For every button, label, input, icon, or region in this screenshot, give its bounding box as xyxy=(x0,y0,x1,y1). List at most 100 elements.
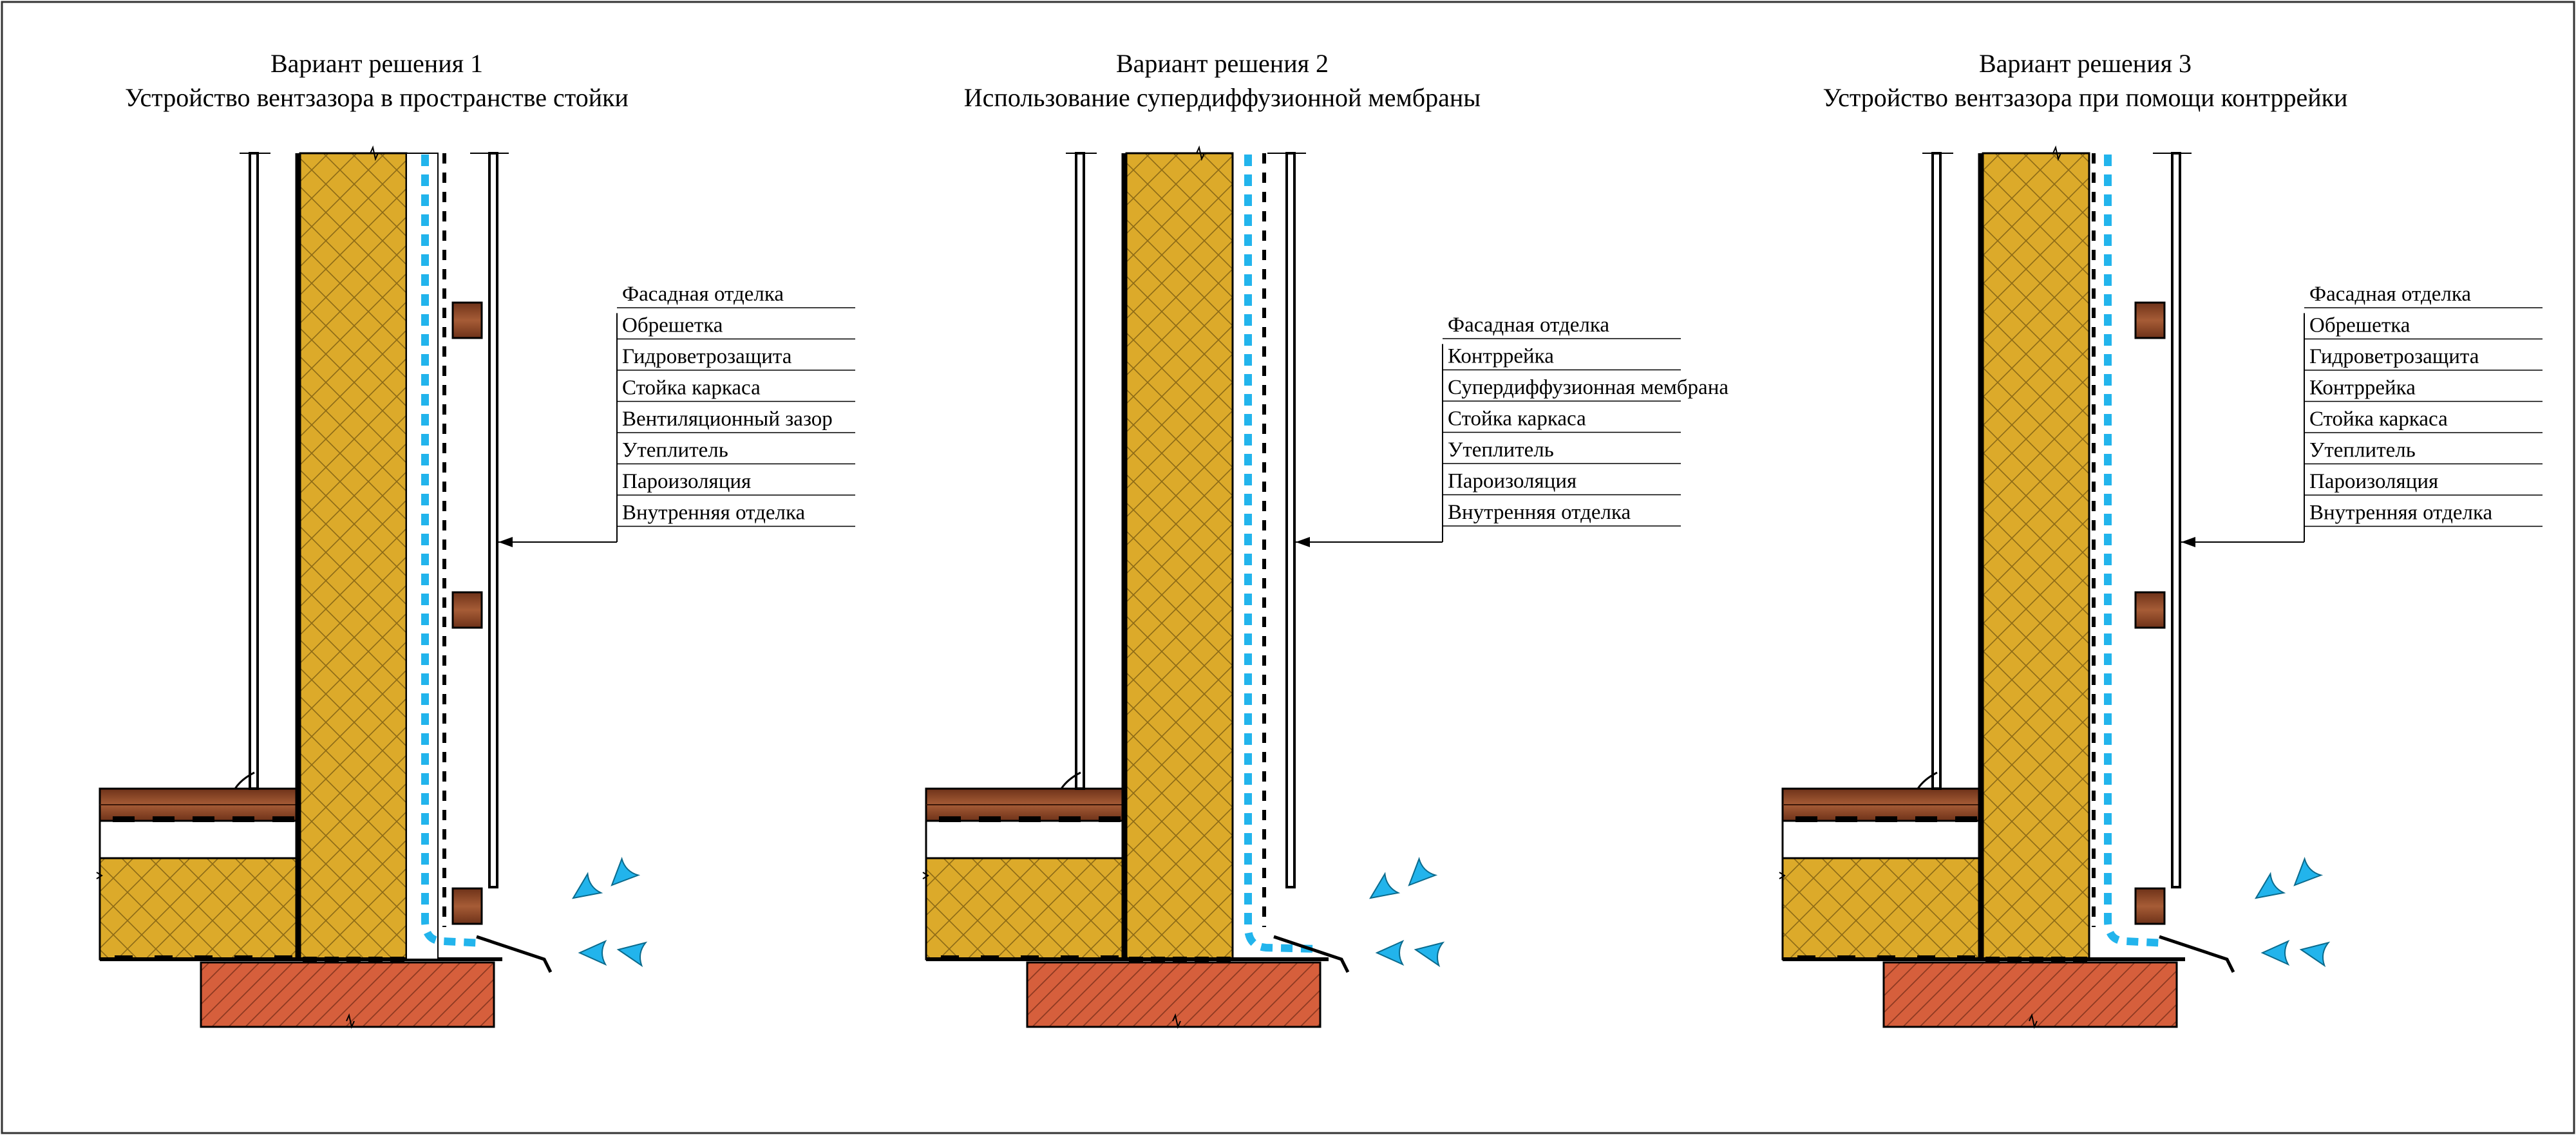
batten xyxy=(2134,301,2166,339)
variant-subtitle: Устройство вентзазора при помощи контрре… xyxy=(1823,83,2348,112)
batten xyxy=(451,591,483,629)
foundation-brick xyxy=(1026,961,1321,1028)
foundation-brick xyxy=(200,961,495,1028)
variant-subtitle: Устройство вентзазора в пространстве сто… xyxy=(125,83,629,112)
batten xyxy=(2134,887,2166,925)
air-arrow xyxy=(2293,856,2324,886)
floor-batten xyxy=(1955,816,1977,822)
floor-batten xyxy=(153,816,175,822)
variant-panel-3: Вариант решения 3 Устройство вентзазора п… xyxy=(1779,49,2543,1029)
interior-lining xyxy=(249,152,259,790)
leader-arrowhead xyxy=(1296,537,1310,547)
floor-batten xyxy=(979,816,1001,822)
base-fastener xyxy=(2029,957,2043,962)
air-arrow xyxy=(616,941,648,968)
layer-label: Пароизоляция xyxy=(622,470,751,493)
base-fastener xyxy=(1985,957,2000,962)
layer-label: Фасадная отделка xyxy=(622,283,784,306)
base-fastener xyxy=(1129,957,1143,962)
layer-label: Пароизоляция xyxy=(2309,470,2438,493)
base-fastener xyxy=(2051,957,2065,962)
air-arrow xyxy=(1408,856,1438,886)
break-mark xyxy=(1172,1013,1181,1029)
layer-label: Гидроветрозащита xyxy=(2309,345,2479,368)
floor-batten xyxy=(1795,816,1817,822)
floor-batten xyxy=(1875,816,1897,822)
variant-panel-1: Вариант решения 1 Устройство вентзазора в… xyxy=(96,49,855,1029)
air-arrow xyxy=(2260,939,2290,966)
leader-arrowhead xyxy=(498,537,513,547)
base-fastener xyxy=(368,957,383,962)
drip-flashing xyxy=(2159,935,2235,973)
variant-title: Вариант решения 1 xyxy=(270,49,483,78)
foundation-brick xyxy=(1882,961,2178,1028)
layer-label: Фасадная отделка xyxy=(1448,314,1609,337)
air-arrow xyxy=(1414,941,1445,968)
base-fastener xyxy=(2073,957,2087,962)
skirting xyxy=(1060,771,1081,789)
air-arrow xyxy=(1369,872,1401,899)
floor-batten xyxy=(1059,816,1081,822)
layer-label: Стойка каркаса xyxy=(1448,408,1586,431)
floor-batten xyxy=(939,816,961,822)
floor-batten xyxy=(1019,816,1041,822)
floor-air-gap xyxy=(1781,820,1984,859)
floor-insulation xyxy=(99,857,301,961)
base-fastener xyxy=(325,957,339,962)
base-fastener xyxy=(1173,957,1187,962)
variant-panel-2: Вариант решения 2 Использование супердифф… xyxy=(922,49,1728,1029)
floor-batten xyxy=(1915,816,1937,822)
air-arrow xyxy=(1375,939,1405,966)
break-mark xyxy=(1196,145,1205,162)
interior-lining xyxy=(1931,152,1942,790)
layer-label: Утеплитель xyxy=(1448,438,1554,462)
facade-cladding xyxy=(1285,152,1296,888)
layer-label: Вентиляционный зазор xyxy=(622,408,833,431)
layer-label: Стойка каркаса xyxy=(2309,408,2448,431)
air-arrow xyxy=(578,939,607,966)
break-mark xyxy=(1779,872,1786,879)
floor-air-gap xyxy=(99,820,301,859)
facade-cladding xyxy=(488,152,498,888)
layer-label: Обрешетка xyxy=(622,314,723,337)
floor-batten xyxy=(1099,816,1121,822)
skirting xyxy=(1917,771,1938,789)
drip-flashing xyxy=(476,935,553,973)
layer-label: Обрешетка xyxy=(2309,314,2410,337)
air-arrow xyxy=(2255,872,2286,899)
wall-insulation xyxy=(299,152,408,961)
break-mark xyxy=(96,872,103,879)
leader-arrowhead xyxy=(2181,537,2195,547)
layer-label: Гидроветрозащита xyxy=(622,345,792,368)
drip-flashing xyxy=(1273,935,1350,973)
floor-insulation xyxy=(1781,857,1984,961)
base-fastener xyxy=(303,957,317,962)
break-mark xyxy=(2029,1013,2038,1029)
floor-insulation xyxy=(925,857,1127,961)
layer-label: Утеплитель xyxy=(622,439,728,462)
layer-label: Внутренняя отделка xyxy=(1448,501,1631,524)
break-mark xyxy=(346,1013,355,1029)
floor-batten xyxy=(1835,816,1857,822)
base-fastener xyxy=(1195,957,1209,962)
layer-label: Внутренняя отделка xyxy=(622,502,806,525)
variant-subtitle: Использование супердиффузионной мембраны xyxy=(964,83,1481,112)
wall-insulation xyxy=(1125,152,1234,961)
variant-title: Вариант решения 2 xyxy=(1116,49,1329,78)
airflow-path xyxy=(2104,155,2166,947)
base-fastener xyxy=(1151,957,1165,962)
batten xyxy=(451,887,483,925)
floor-batten xyxy=(193,816,214,822)
wall-insulation xyxy=(1982,152,2090,961)
break-mark xyxy=(370,145,379,162)
floor-air-gap xyxy=(925,820,1127,859)
base-fastener xyxy=(2007,957,2022,962)
layer-label: Утеплитель xyxy=(2309,439,2416,462)
air-arrow xyxy=(572,872,603,899)
variant-title: Вариант решения 3 xyxy=(1979,49,2192,78)
airflow-path xyxy=(421,155,484,947)
layer-label: Пароизоляция xyxy=(1448,470,1577,493)
interior-lining xyxy=(1075,152,1085,790)
